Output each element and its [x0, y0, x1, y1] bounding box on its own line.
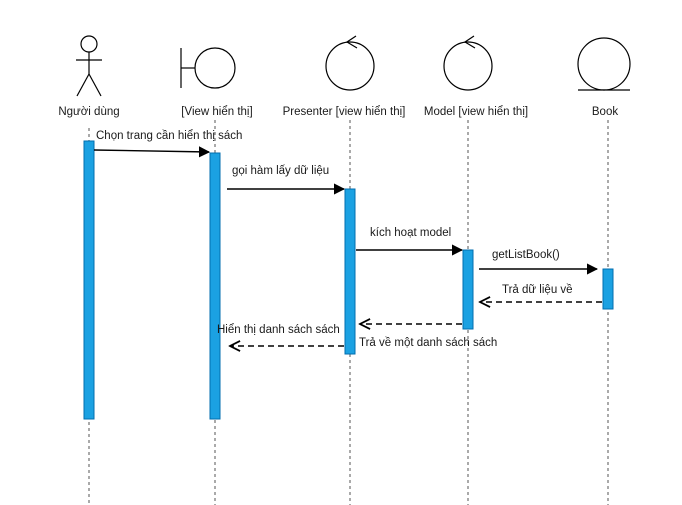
participant-label-view: [View hiển thị] [181, 106, 252, 118]
messages: Chọn trang cần hiển thị sách gọi hàm lấy… [93, 130, 602, 349]
control-icon-presenter [325, 35, 375, 91]
activation-presenter [344, 188, 356, 355]
activation-model [462, 249, 474, 330]
activations [83, 140, 614, 420]
actor-icon [76, 35, 102, 97]
message-arrow-m1 [93, 146, 211, 158]
participant-label-user: Người dùng [58, 106, 119, 118]
participant-label-book: Book [592, 106, 618, 118]
activation-user [83, 140, 95, 420]
participant-label-presenter: Presenter [view hiển thị] [283, 106, 406, 118]
boundary-icon [180, 47, 236, 89]
message-label-m2: gọi hàm lấy dữ liệu [232, 165, 329, 177]
message-label-m5: Trả dữ liệu về [502, 284, 573, 296]
message-label-m1: Chọn trang cần hiển thị sách [96, 130, 242, 142]
message-label-m4: getListBook() [492, 249, 560, 261]
entity-icon [577, 37, 631, 91]
participant-label-model: Model [view hiển thị] [424, 106, 528, 118]
message-label-m3: kích hoạt model [370, 227, 451, 239]
message-label-m7: Hiển thị danh sách sách [217, 324, 340, 336]
activation-book [602, 268, 614, 310]
control-icon-model [443, 35, 493, 91]
activation-view [209, 152, 221, 420]
message-label-m6: Trả về một danh sách sách [359, 337, 497, 349]
